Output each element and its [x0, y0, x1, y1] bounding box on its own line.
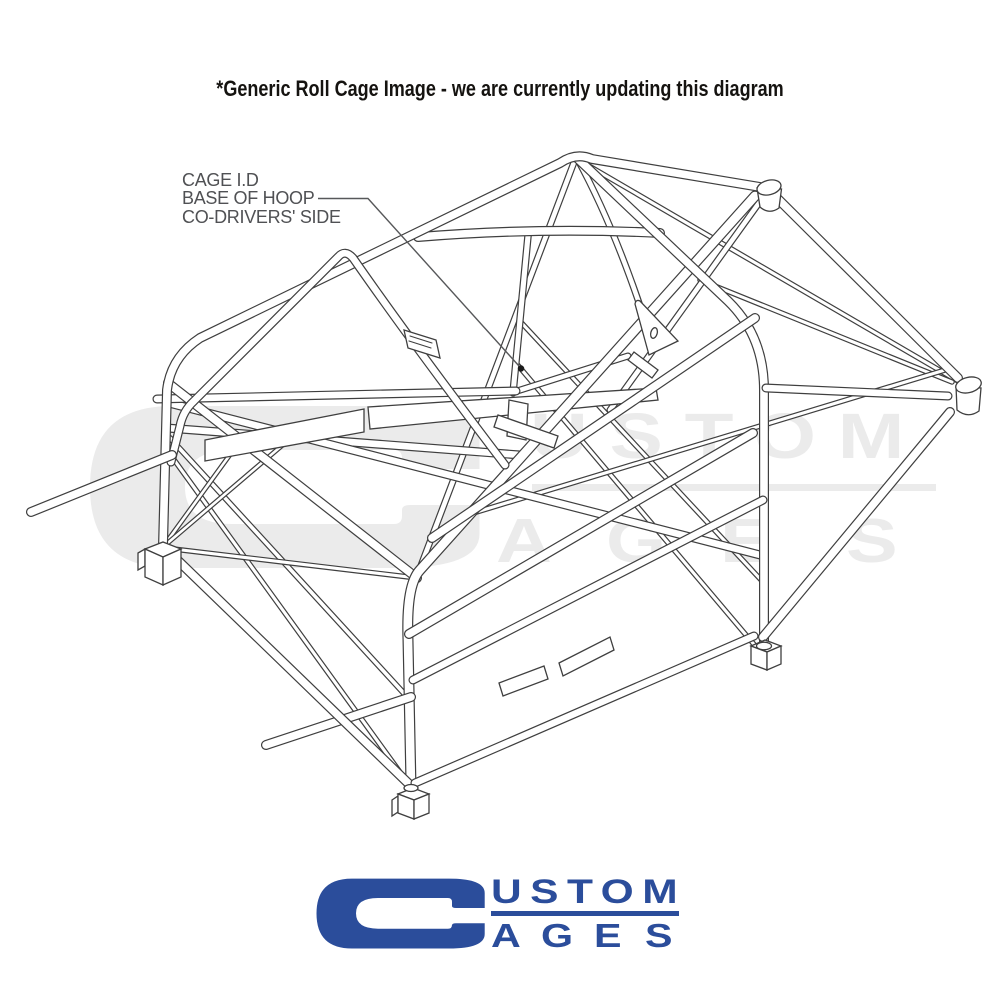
svg-text:G: G	[541, 917, 573, 954]
svg-text:E: E	[594, 917, 622, 954]
svg-text:S: S	[846, 505, 898, 575]
svg-text:USTOM: USTOM	[491, 873, 686, 911]
svg-text:A: A	[491, 917, 521, 954]
svg-text:S: S	[645, 917, 673, 954]
